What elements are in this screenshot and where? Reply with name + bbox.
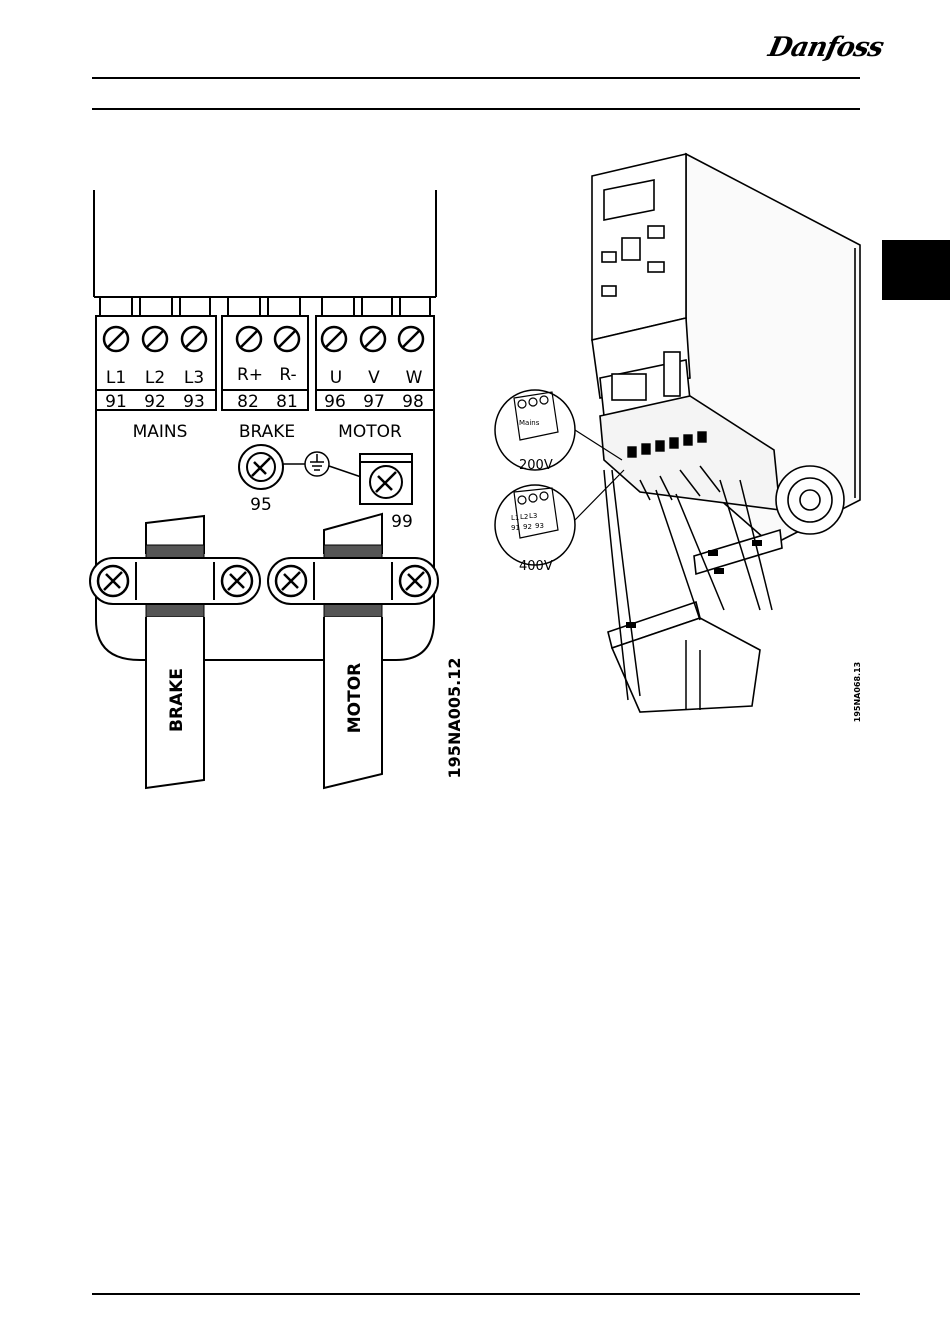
drive-installation-illustration: Mains L1 L2 L3 91 92 93 200V 400V 195NA0… bbox=[0, 0, 950, 800]
inset-mains-label: Mains bbox=[519, 419, 540, 427]
inset-terminal-l3: L3 bbox=[529, 512, 537, 520]
inset-number-91: 91 bbox=[511, 524, 520, 532]
voltage-200-label: 200V bbox=[519, 458, 553, 473]
inset-terminal-l1: L1 bbox=[511, 514, 519, 522]
voltage-400-label: 400V bbox=[519, 559, 553, 574]
inset-terminal-l2: L2 bbox=[520, 513, 528, 521]
footer-rule bbox=[92, 1293, 860, 1295]
inset-number-92: 92 bbox=[523, 523, 532, 531]
inset-number-93: 93 bbox=[535, 522, 544, 530]
right-figure-code: 195NA068.13 bbox=[853, 662, 862, 722]
